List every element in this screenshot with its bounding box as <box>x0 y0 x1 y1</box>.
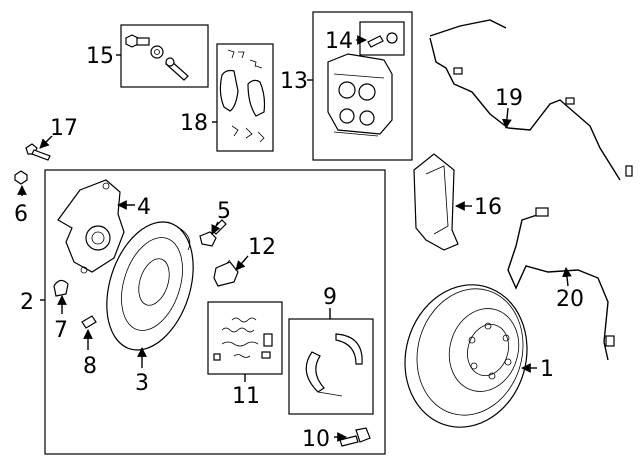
box-caliper <box>312 11 413 161</box>
parking-brake-lever <box>213 259 239 287</box>
splash-shield <box>413 153 459 251</box>
brake-hose <box>429 19 633 181</box>
callout-3: 3 <box>135 371 149 396</box>
callout-13: 13 <box>280 69 308 94</box>
caliper-bolt-set <box>125 34 189 81</box>
callout-2: 2 <box>20 290 34 315</box>
dust-plug <box>53 279 69 297</box>
callout-10: 10 <box>302 427 330 452</box>
callout-8: 8 <box>83 354 97 379</box>
brake-pad-set <box>219 49 266 143</box>
callout-7: 7 <box>54 318 68 343</box>
callout-4: 4 <box>137 195 151 220</box>
callout-6: 6 <box>14 202 28 227</box>
callout-12: 12 <box>248 235 276 260</box>
callout-15: 15 <box>86 44 114 69</box>
retaining-clip <box>81 315 97 329</box>
box-backing-assembly <box>44 169 386 455</box>
mounting-bolt <box>25 143 51 161</box>
callout-18: 18 <box>180 111 208 136</box>
backing-plate <box>106 221 194 351</box>
callout-17: 17 <box>50 116 78 141</box>
hardware-kit <box>213 317 273 361</box>
bleeder-screw <box>367 32 398 48</box>
brake-rotor <box>404 284 528 428</box>
abs-sensor-harness <box>507 207 615 361</box>
callout-20: 20 <box>556 287 584 312</box>
parking-brake-shoes <box>305 333 363 397</box>
box-brake-pads <box>216 43 274 152</box>
caliper-bracket-bolt <box>339 427 371 447</box>
callout-5: 5 <box>217 199 231 224</box>
steering-knuckle <box>57 179 125 274</box>
brake-caliper <box>327 53 393 137</box>
callout-19: 19 <box>495 86 523 111</box>
callout-9: 9 <box>323 285 337 310</box>
callout-14: 14 <box>325 29 353 54</box>
callout-11: 11 <box>232 384 260 409</box>
box-parking-shoes <box>288 318 374 415</box>
retaining-nut <box>14 170 28 185</box>
callout-1: 1 <box>540 357 554 382</box>
callout-16: 16 <box>474 195 502 220</box>
box-caliper-bolts <box>120 24 209 88</box>
